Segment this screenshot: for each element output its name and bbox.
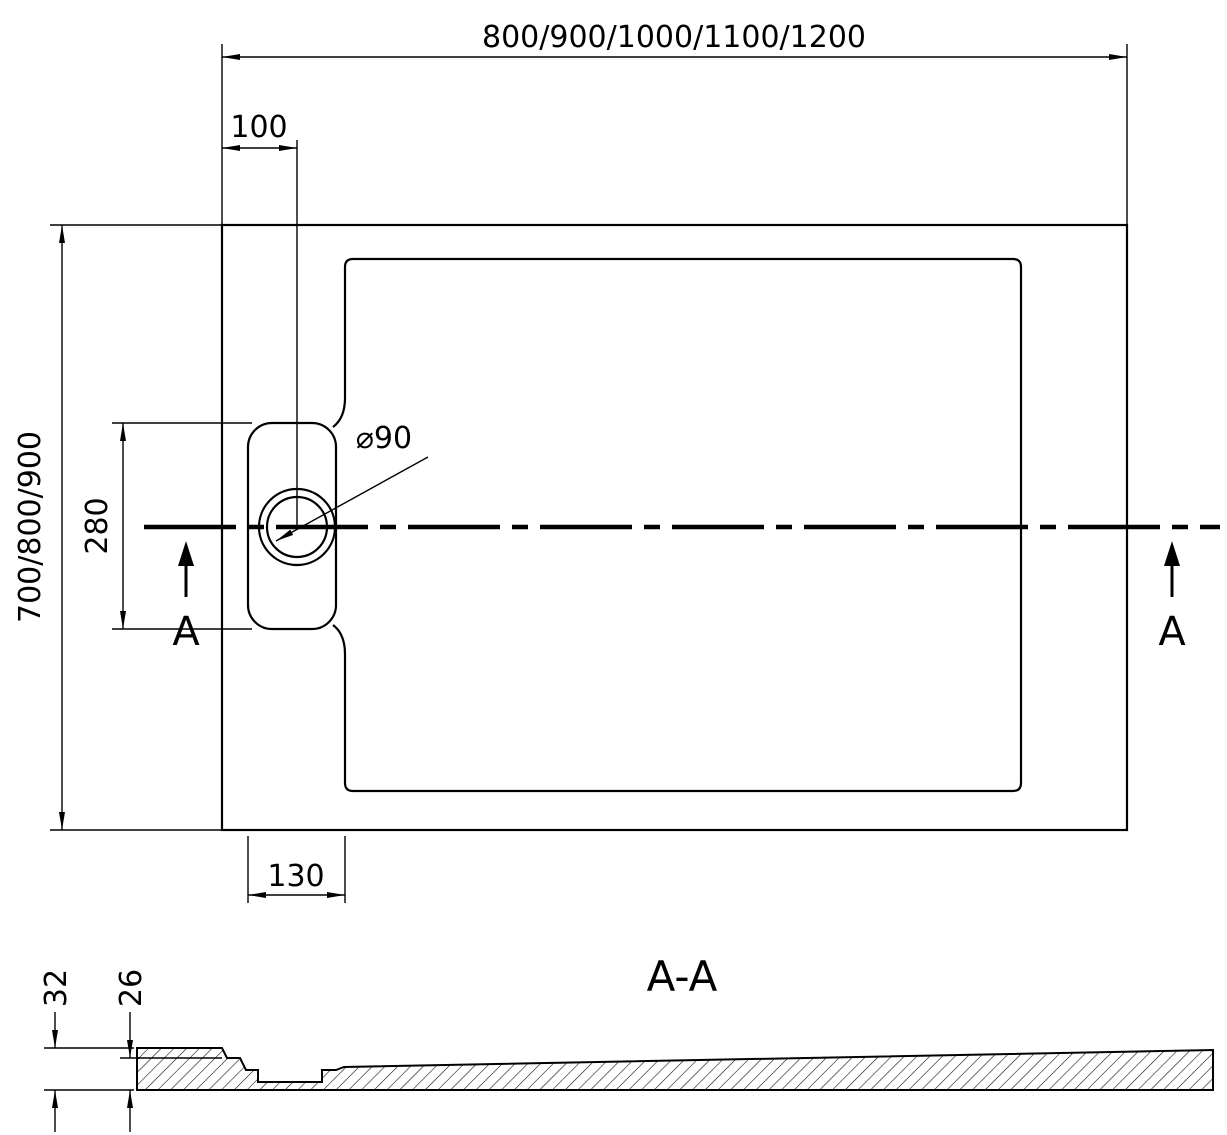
total-thickness-dimension: 32 bbox=[39, 969, 134, 1132]
total-thickness-label: 32 bbox=[39, 969, 74, 1007]
depth-dimension-label: 700/800/900 bbox=[13, 431, 48, 623]
section-arrow-head-icon bbox=[178, 541, 194, 566]
section-arrow-head-icon bbox=[1164, 541, 1180, 566]
section-profile-outline bbox=[136, 1047, 1214, 1091]
pocket-width-label: 130 bbox=[267, 859, 324, 894]
section-marker-left-label: A bbox=[172, 609, 200, 655]
drain-offset-dimension: 100 bbox=[222, 110, 297, 151]
drain-offset-label: 100 bbox=[230, 110, 287, 145]
pocket-width-dimension: 130 bbox=[247, 836, 346, 903]
pocket-length-label: 280 bbox=[80, 497, 115, 554]
drain-diameter-label: ⌀90 bbox=[356, 421, 412, 456]
section-arrow-right: A bbox=[1158, 541, 1186, 655]
section-marker-right-label: A bbox=[1158, 609, 1186, 655]
depth-dimension: 700/800/900 bbox=[13, 224, 222, 831]
inner-thickness-label: 26 bbox=[114, 969, 149, 1007]
width-dimension: 800/900/1000/1100/1200 bbox=[221, 20, 1128, 225]
section-arrow-left: A bbox=[172, 541, 200, 655]
inner-thickness-dimension: 26 bbox=[114, 969, 149, 1132]
width-dimension-label: 800/900/1000/1100/1200 bbox=[482, 20, 866, 55]
section-title: A-A bbox=[647, 952, 718, 1001]
drain-diameter-callout: ⌀90 bbox=[275, 421, 429, 542]
pocket-length-dimension: 280 bbox=[80, 422, 252, 630]
